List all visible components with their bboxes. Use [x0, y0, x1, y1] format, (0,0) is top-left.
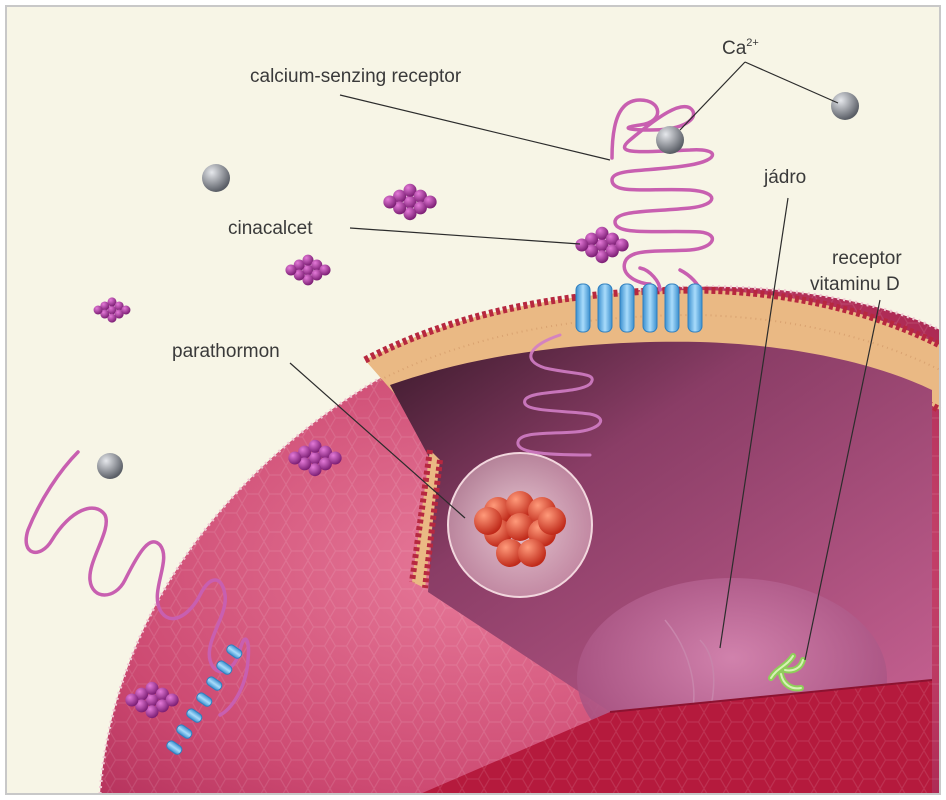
cinacalcet-molecule-icon — [575, 226, 629, 264]
transmembrane-helix — [206, 676, 223, 691]
labels: calcium-senzing receptor Ca2+ cinacalcet… — [172, 37, 902, 362]
cinacalcet-molecules — [93, 183, 629, 719]
cell-front-slab — [420, 679, 933, 794]
calcium-ion-icon — [97, 453, 123, 479]
lower-transmembrane-domain — [166, 644, 243, 755]
label-parathormon: parathormon — [172, 341, 280, 362]
receptor-intracellular-tail — [516, 333, 603, 457]
label-vitd-receptor-line1: receptor — [832, 248, 902, 269]
transmembrane-helix — [687, 283, 703, 333]
label-vitd-receptor-line2: vitaminu D — [810, 274, 900, 295]
transmembrane-helix — [216, 660, 233, 675]
calcium-ion-icon — [202, 164, 230, 192]
label-calcium-sensing-receptor: calcium-senzing receptor — [250, 66, 462, 87]
transmembrane-helix — [619, 283, 635, 333]
label-cinacalcet: cinacalcet — [228, 218, 313, 239]
transmembrane-helix — [176, 724, 193, 739]
transmembrane-helix — [186, 708, 203, 723]
transmembrane-helix — [196, 692, 213, 707]
cinacalcet-molecule-icon — [383, 183, 437, 221]
transmembrane-helix — [597, 283, 613, 333]
calcium-ion-icon — [831, 92, 859, 120]
transmembrane-domain — [575, 283, 703, 333]
calcium-ions — [97, 92, 859, 479]
transmembrane-helix — [166, 740, 183, 755]
cinacalcet-molecule-icon — [288, 439, 342, 477]
lower-receptor-helix — [24, 450, 251, 717]
transmembrane-helix — [575, 283, 591, 333]
image-frame — [5, 5, 941, 795]
label-calcium-ion-charge: 2+ — [746, 37, 759, 49]
leader-lines — [289, 61, 881, 661]
label-calcium-ion: Ca2+ — [722, 37, 759, 59]
parathormon-granule-icon — [474, 491, 566, 567]
transmembrane-helix — [664, 283, 680, 333]
label-nucleus: jádro — [763, 167, 806, 188]
cinacalcet-molecule-icon — [285, 254, 331, 286]
cut-membrane-edge — [409, 449, 443, 589]
calcium-ion-icon — [656, 126, 684, 154]
cinacalcet-molecule-icon — [93, 297, 131, 323]
vitamin-d-receptor-icon — [768, 653, 806, 692]
label-calcium-ion-symbol: Ca — [722, 38, 747, 59]
transmembrane-helix — [642, 283, 658, 333]
transmembrane-helix — [226, 644, 243, 659]
cinacalcet-molecule-icon — [125, 681, 179, 719]
